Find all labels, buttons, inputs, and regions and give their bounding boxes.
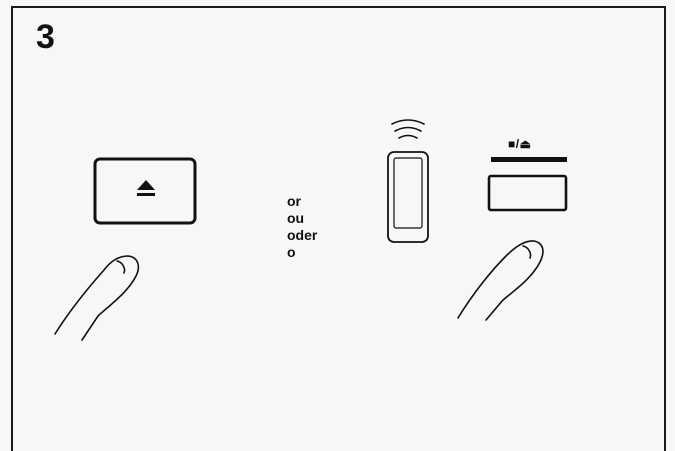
remote-control-icon bbox=[388, 152, 428, 242]
finger-pointing-left-icon bbox=[55, 256, 138, 340]
stop-eject-button[interactable] bbox=[489, 157, 567, 210]
finger-pointing-right-icon bbox=[458, 241, 543, 320]
signal-waves-icon bbox=[392, 120, 424, 138]
eject-button[interactable] bbox=[95, 159, 195, 223]
eject-icon bbox=[137, 180, 155, 196]
